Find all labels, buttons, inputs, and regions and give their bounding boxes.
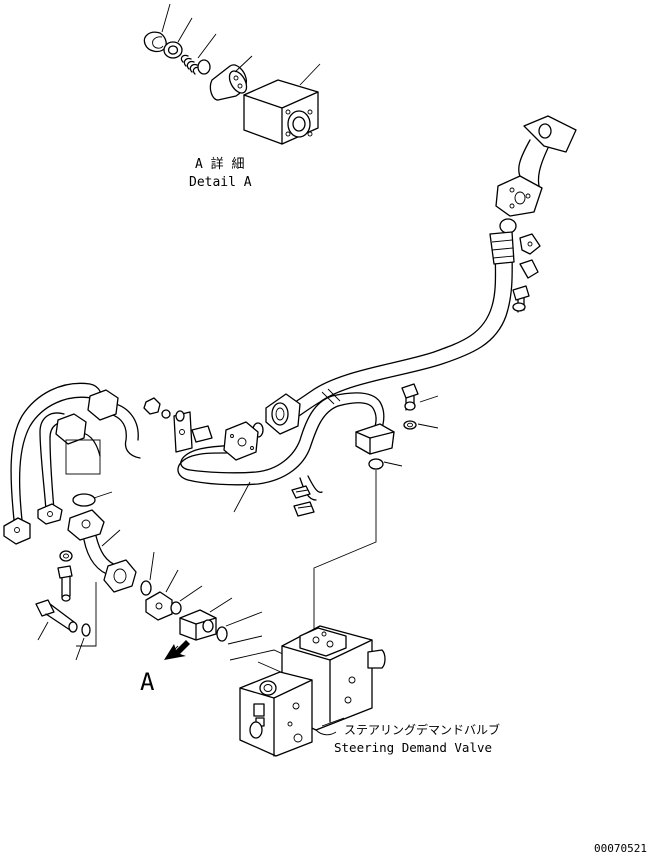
pipe-block-fitting — [355, 423, 403, 470]
detail-title-en: Detail A — [189, 175, 252, 190]
split-flange-clamps — [519, 233, 541, 279]
valve-label-jp: ステアリングデマンドバルブ — [344, 722, 500, 737]
tube-clamp-bracket — [173, 411, 213, 453]
detail-a-assembly — [143, 3, 321, 145]
washer — [163, 17, 193, 59]
flange-bolt-upper — [512, 285, 530, 313]
center-flange-plate — [145, 569, 179, 621]
bolt-and-washer-right — [401, 383, 439, 430]
view-a-arrow — [164, 640, 190, 660]
detail-title-jp: A 詳 細 — [195, 156, 244, 172]
spring — [180, 33, 217, 75]
center-o-ring-3 — [216, 611, 263, 642]
elbow-fitting — [495, 115, 577, 217]
left-pipe-assembly — [3, 382, 141, 545]
valve-block — [243, 63, 321, 145]
left-flange-tube — [67, 509, 137, 593]
poppet-plug — [209, 55, 253, 101]
elbow-o-ring — [499, 218, 517, 234]
small-nuts — [143, 397, 185, 422]
drawing-number: 00070521 — [594, 842, 647, 855]
steering-demand-valve — [239, 625, 386, 757]
high-pressure-hose — [265, 231, 515, 435]
left-washer-2 — [75, 582, 97, 661]
tube-flange — [223, 421, 259, 461]
view-a-label: A — [140, 668, 155, 696]
pilot-tube — [177, 392, 385, 517]
center-o-ring-2 — [170, 585, 203, 615]
valve-label-en: Steering Demand Valve — [334, 740, 492, 755]
snap-ring — [143, 3, 171, 53]
left-bolt-vertical — [57, 565, 73, 602]
center-block-adapter — [179, 597, 233, 641]
left-o-ring — [72, 491, 113, 507]
left-washer — [59, 550, 73, 562]
o-ring — [197, 59, 211, 75]
center-o-ring-1 — [140, 551, 155, 596]
left-bolt-horizontal — [35, 599, 78, 641]
